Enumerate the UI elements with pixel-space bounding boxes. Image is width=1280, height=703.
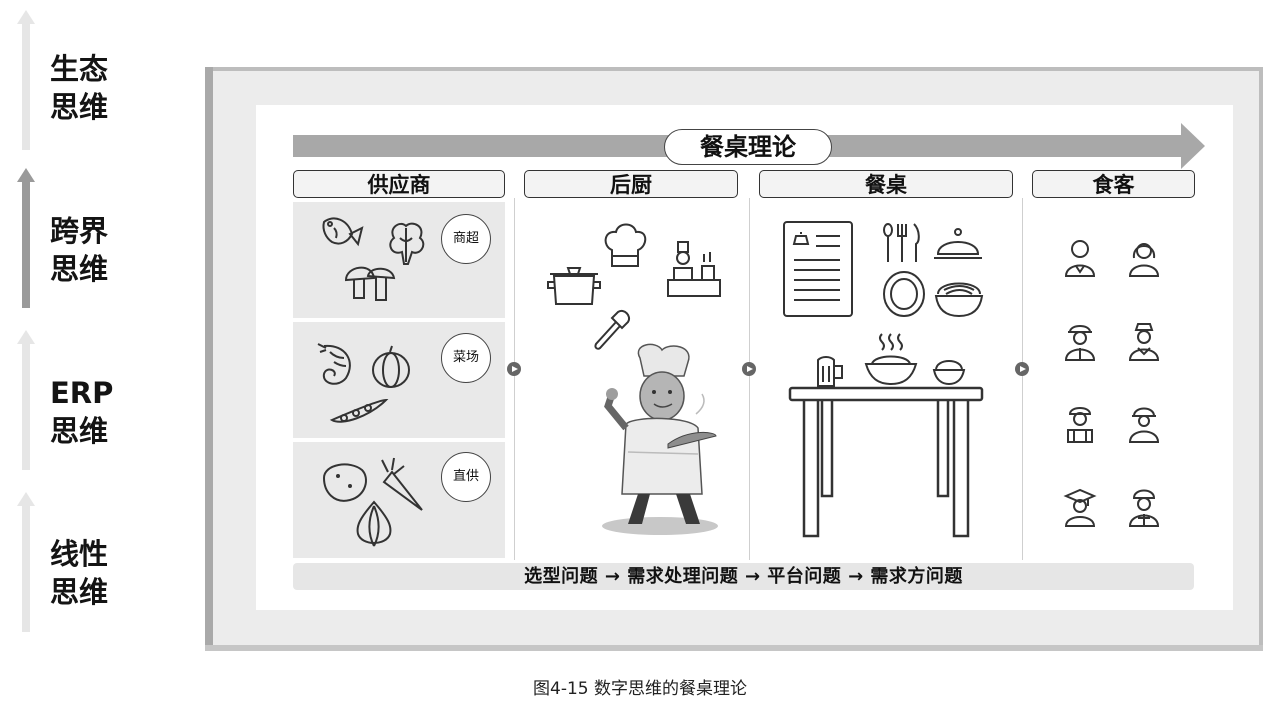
column-header-kitchen: 后厨: [524, 170, 738, 198]
column-header-diners: 食客: [1032, 170, 1195, 198]
level-arrow-up-icon: [17, 10, 35, 150]
diner-worker-icon: [1064, 325, 1096, 361]
chef-hat-icon: [604, 223, 647, 267]
level-label-crossover: 跨界 思维: [50, 214, 109, 286]
mushroom-icon: [344, 266, 396, 301]
noodle-bowl-icon: [934, 282, 984, 318]
cloche-icon: [934, 228, 982, 259]
diner-builder-icon: [1128, 407, 1160, 443]
level-label-linear: 线性 思维: [50, 537, 109, 609]
column-divider: [514, 198, 515, 560]
level-arrow-up-icon: [17, 168, 35, 308]
beer-mug-icon: [817, 356, 843, 387]
channel-badge-direct: 直供: [441, 452, 491, 502]
flow-connector-icon: [1015, 362, 1029, 376]
flow-connector-icon: [742, 362, 756, 376]
level-label-ecosystem: 生态 思维: [50, 52, 109, 124]
plate-icon: [883, 271, 925, 317]
column-header-supplier: 供应商: [293, 170, 505, 198]
frame-edge: [205, 645, 1263, 651]
diner-sailor-icon: [1128, 323, 1160, 361]
chef-character-icon: [602, 343, 718, 535]
figure-caption: 图4-15 数字思维的餐桌理论: [533, 679, 747, 699]
spatula-icon: [594, 310, 630, 350]
flow-connector-icon: [507, 362, 521, 376]
cabbage-icon: [389, 222, 425, 265]
column-divider: [1022, 198, 1023, 560]
diner-woman-icon: [1128, 243, 1160, 277]
peapod-icon: [329, 398, 389, 423]
column-divider: [749, 198, 750, 560]
chef-at-counter-icon: [667, 241, 721, 297]
cutlery-icon: [883, 223, 920, 262]
level-arrow-up-icon: [17, 330, 35, 470]
problem-flow: 选型问题 → 需求处理问题 → 平台问题 → 需求方问题: [293, 563, 1194, 590]
channel-badge-market: 菜场: [441, 333, 491, 383]
level-arrow-up-icon: [17, 492, 35, 632]
fish-icon: [322, 217, 364, 247]
column-header-table: 餐桌: [759, 170, 1013, 198]
diner-graduate-icon: [1063, 488, 1097, 527]
frame-edge: [205, 67, 213, 651]
diner-man-icon: [1064, 240, 1096, 277]
shrimp-icon: [317, 343, 351, 385]
dining-table-icon: [788, 386, 984, 538]
menu-icon: [783, 221, 853, 317]
onion-icon: [356, 500, 392, 547]
channel-badge-supermarket: 商超: [441, 214, 491, 264]
carrot-icon: [381, 457, 423, 511]
cooking-pot-icon: [547, 267, 601, 305]
potato-icon: [322, 463, 367, 502]
hot-dish-icon: [864, 333, 918, 386]
diner-officer-icon: [1128, 489, 1160, 527]
diagram-title: 餐桌理论: [664, 129, 832, 165]
diner-mechanic-icon: [1067, 407, 1093, 443]
pumpkin-icon: [372, 345, 410, 388]
level-label-erp: ERP 思维: [50, 376, 114, 448]
rice-bowl-icon: [932, 360, 966, 386]
